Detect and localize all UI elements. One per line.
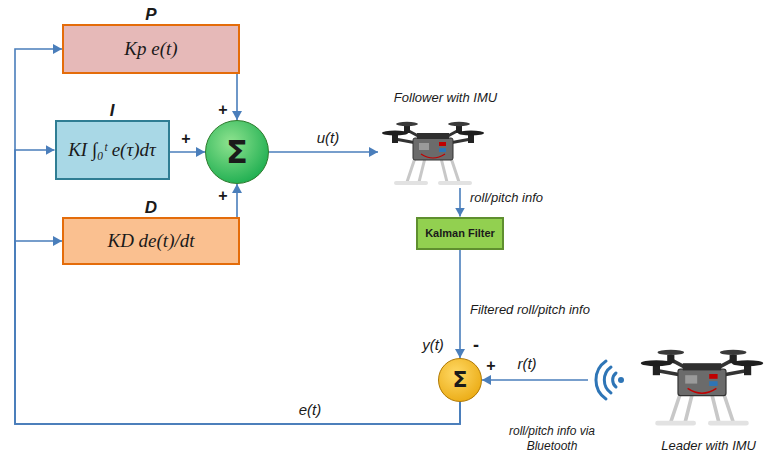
sign-mark: + xyxy=(217,102,228,118)
signal-arrow xyxy=(15,49,460,424)
signal-label: Filtered roll/pitch info xyxy=(469,302,591,318)
signal-arrow xyxy=(236,184,238,217)
sign-mark: + xyxy=(180,131,191,147)
formula-text: KD de(t)/dt xyxy=(107,230,194,252)
signal-arrow xyxy=(269,151,378,153)
signal-label: u(t) xyxy=(316,130,341,146)
signal-label: r(t) xyxy=(516,356,537,372)
signal-arrow xyxy=(15,241,460,424)
signal-arrow xyxy=(170,151,206,153)
leader-quadcopter xyxy=(641,350,763,423)
signal-arrow xyxy=(236,74,238,120)
formula-text: Kp e(t) xyxy=(124,38,177,60)
sum-symbol: Σ xyxy=(226,136,248,168)
sum-symbol: Σ xyxy=(452,369,467,391)
box-label: Kalman Filter xyxy=(425,226,495,240)
wireless-icon xyxy=(596,361,624,399)
summing-junction: Σ xyxy=(205,120,269,184)
signal-label: y(t) xyxy=(421,337,445,353)
block-heading: D xyxy=(64,198,238,218)
formula-text: KI ∫₀ᵗ e(τ)dτ xyxy=(68,139,156,161)
proportional-box: PKp e(t) xyxy=(62,24,240,74)
sign-mark: + xyxy=(217,188,228,204)
link-note: roll/pitch info via Bluetooth xyxy=(501,424,603,454)
block-heading: P xyxy=(64,5,238,25)
signal-label: e(t) xyxy=(298,402,323,418)
block-heading: I xyxy=(57,101,168,121)
leader-drone: Leader with IMU xyxy=(588,345,762,457)
signal-arrow xyxy=(459,188,461,217)
sign-mark: - xyxy=(472,337,480,353)
drone-caption: Follower with IMU xyxy=(394,90,497,106)
signal-label: roll/pitch info xyxy=(469,190,544,206)
sign-mark: + xyxy=(485,358,496,374)
signal-arrow xyxy=(15,150,460,424)
derivative-box: DKD de(t)/dt xyxy=(62,217,240,265)
follower-drone: Follower with IMU xyxy=(378,88,513,188)
follower-quadcopter xyxy=(382,122,484,183)
drone-caption: Leader with IMU xyxy=(661,438,756,454)
kalman-filter-box: Kalman Filter xyxy=(416,217,504,250)
integral-box: IKI ∫₀ᵗ e(τ)dτ xyxy=(55,120,170,180)
signal-arrow xyxy=(482,379,588,381)
signal-arrow xyxy=(459,250,461,359)
error-junction: Σ xyxy=(438,358,482,402)
